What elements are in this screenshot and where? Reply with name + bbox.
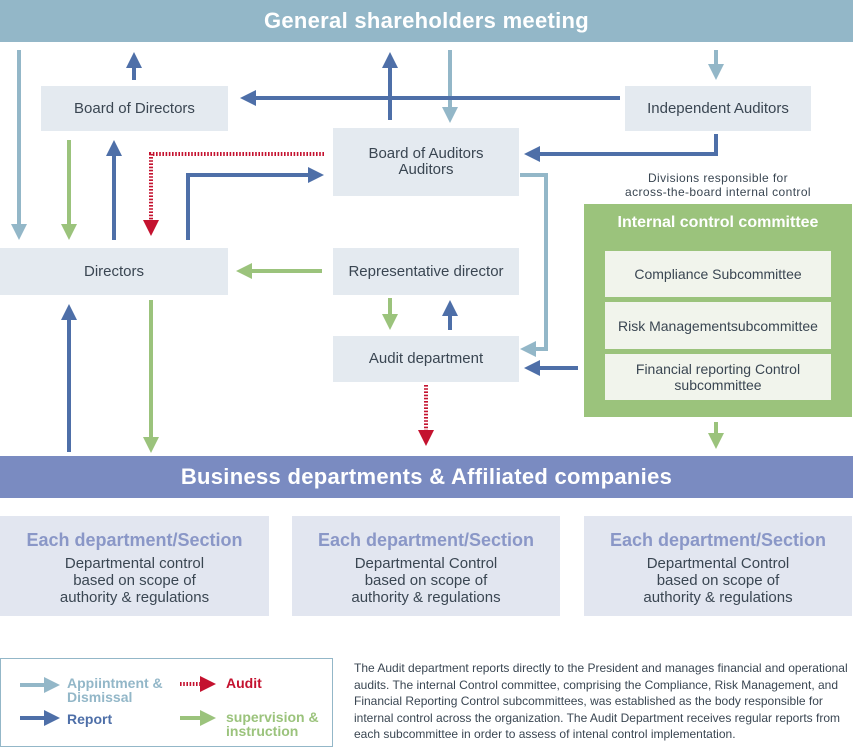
board-of-auditors-label: Board of Auditors xyxy=(368,145,484,162)
department-title: Each department/Section xyxy=(609,530,827,550)
independent-auditors-label: Independent Auditors xyxy=(647,99,789,117)
financial-reporting-subcommittee-label: Financial reporting Control subcommittee xyxy=(635,361,801,393)
risk-management-subcommittee: Risk Managementsubcommittee xyxy=(605,302,831,349)
divisions-label-line1: Divisions responsible for xyxy=(647,171,789,185)
legend: Appiintment & Dismissal Report Audit sup… xyxy=(0,658,333,747)
arrow-auditors-audit-directors xyxy=(143,152,324,236)
board-of-auditors-box: Board of Auditors Auditors xyxy=(333,128,519,196)
department-description: Departmental Control based on scope of a… xyxy=(643,555,793,606)
legend-report-label: Report xyxy=(67,711,113,727)
financial-reporting-subcommittee: Financial reporting Control subcommittee xyxy=(605,354,831,400)
business-departments-bar: Business departments & Affiliated compan… xyxy=(0,456,853,498)
internal-control-committee: Internal control committee Compliance Su… xyxy=(584,204,852,417)
header-title: General shareholders meeting xyxy=(263,8,590,33)
board-of-directors-box: Board of Directors xyxy=(41,86,228,131)
department-title: Each department/Section xyxy=(317,530,535,550)
general-shareholders-meeting: General shareholders meeting xyxy=(0,0,853,42)
department-description: Departmental Control based on scope of a… xyxy=(351,555,501,606)
department-box: Each department/Section Departmental Con… xyxy=(292,516,560,616)
auditors-label: Auditors xyxy=(398,161,454,178)
divisions-label-line2: across-the-board internal control xyxy=(625,185,811,199)
compliance-subcommittee: Compliance Subcommittee xyxy=(605,251,831,297)
legend-audit-label: Audit xyxy=(226,675,262,691)
directors-box: Directors xyxy=(0,248,228,295)
directors-label: Directors xyxy=(83,262,144,280)
explanatory-note: The Audit department reports directly to… xyxy=(354,661,848,741)
internal-control-committee-title: Internal control committee xyxy=(617,214,819,231)
divisions-label: Divisions responsible for across-the-boa… xyxy=(584,171,852,199)
independent-auditors-box: Independent Auditors xyxy=(625,86,811,131)
audit-department-box: Audit department xyxy=(333,336,519,382)
department-box: Each department/Section Departmental con… xyxy=(0,516,269,616)
business-departments-title: Business departments & Affiliated compan… xyxy=(180,464,673,489)
representative-director-box: Representative director xyxy=(333,248,519,295)
department-description: Departmental control based on scope of a… xyxy=(59,555,210,606)
board-of-directors-label: Board of Directors xyxy=(74,99,195,117)
arrow-independent-to-auditors xyxy=(524,134,718,162)
arrow-directors-to-auditors xyxy=(186,167,324,240)
arrow-auditors-to-audit-department xyxy=(520,173,548,357)
representative-director-label: Representative director xyxy=(348,262,504,280)
legend-supervision-label: supervision & instruction xyxy=(226,709,319,739)
risk-management-subcommittee-label: Risk Managementsubcommittee xyxy=(618,317,818,334)
department-box: Each department/Section Departmental Con… xyxy=(584,516,852,616)
department-title: Each department/Section xyxy=(26,530,243,550)
audit-department-label: Audit department xyxy=(368,350,484,367)
compliance-subcommittee-label: Compliance Subcommittee xyxy=(634,266,802,282)
legend-appointment-label: Appiintment & Dismissal xyxy=(67,675,163,705)
